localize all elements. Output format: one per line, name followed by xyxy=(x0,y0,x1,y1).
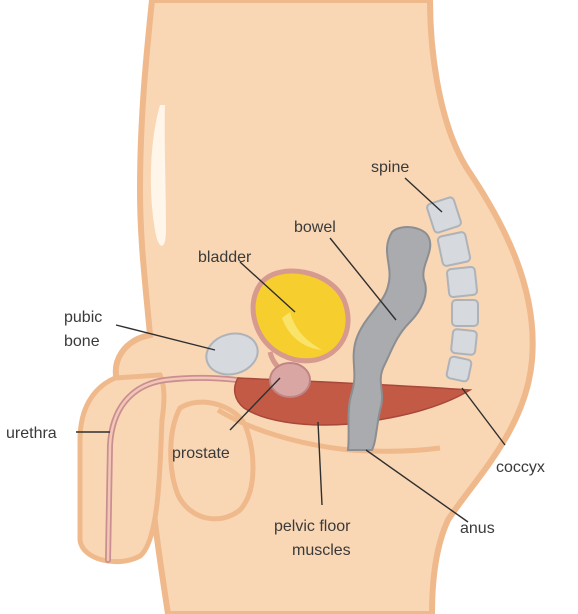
label-bowel: bowel xyxy=(294,219,336,236)
label-pubic-bone-1: pubic xyxy=(64,309,102,326)
prostate xyxy=(270,363,310,397)
label-anus: anus xyxy=(460,520,495,537)
label-pubic-bone-2: bone xyxy=(64,333,100,350)
label-spine: spine xyxy=(371,159,409,176)
bladder xyxy=(253,271,348,361)
vertebra xyxy=(452,300,478,326)
label-coccyx: coccyx xyxy=(496,459,545,476)
vertebra xyxy=(437,231,471,266)
label-pelvic-floor-2: muscles xyxy=(292,542,351,559)
label-bladder: bladder xyxy=(198,249,252,266)
vertebra xyxy=(446,356,472,382)
label-pelvic-floor-1: pelvic floor xyxy=(274,518,351,535)
vertebra xyxy=(451,329,477,355)
vertebra xyxy=(447,267,478,298)
label-prostate: prostate xyxy=(172,445,230,462)
label-urethra: urethra xyxy=(6,425,57,442)
